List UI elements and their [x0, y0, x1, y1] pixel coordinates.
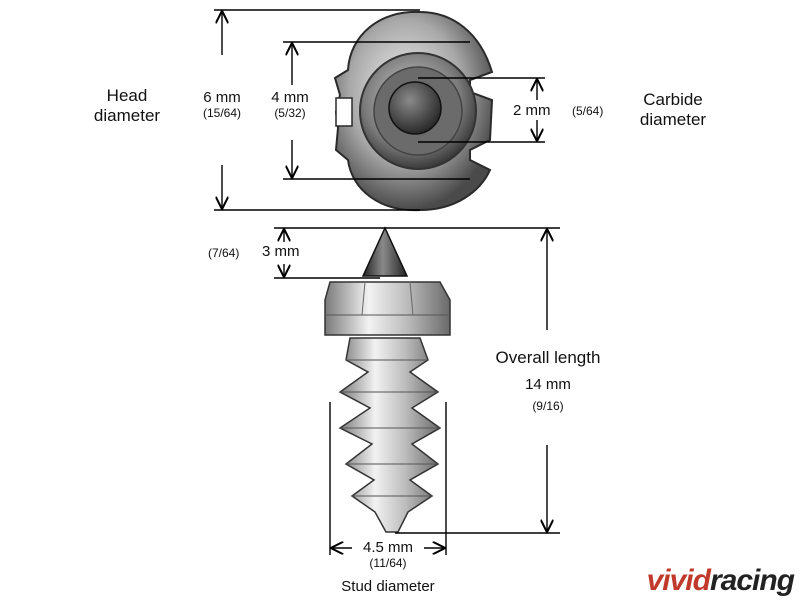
carbide-pin	[388, 81, 442, 135]
carbide-label-line2: diameter	[639, 110, 707, 129]
four-mm-text: 4 mm	[271, 89, 309, 106]
stud-head-top-view	[333, 10, 494, 212]
carbide-tip	[361, 226, 409, 277]
carbide-diameter-label: Carbide diameter	[628, 90, 718, 130]
two-mm-fraction: (5/64)	[572, 104, 604, 118]
head-label-line2: diameter	[93, 106, 161, 125]
head-6mm-dimension: 6 mm (15/64)	[190, 89, 254, 120]
overall-fraction: (9/16)	[532, 399, 564, 413]
vividracing-watermark: vividracing	[646, 564, 795, 598]
dimension-lines	[214, 9, 560, 555]
two-mm-text: 2 mm	[513, 102, 551, 119]
stud-mm-fraction: (11/64)	[369, 556, 407, 570]
overall-length-text: Overall length	[495, 348, 601, 367]
six-mm-text: 6 mm	[203, 89, 241, 106]
four-mm-fraction: (5/32)	[274, 106, 306, 120]
stud-4-5mm-dimension: 4.5 mm (11/64)	[348, 539, 428, 570]
threaded-shank	[338, 337, 442, 533]
overall-mm-text: 14 mm	[525, 376, 571, 393]
stud-diameter-label: Stud diameter	[341, 578, 435, 595]
head-label-line1: Head	[106, 86, 148, 105]
three-mm-text: 3 mm	[262, 243, 300, 260]
overall-length-label: Overall length 14 mm (9/16)	[478, 348, 618, 413]
stud-mm-text: 4.5 mm	[362, 539, 413, 556]
head-diameter-label: Head diameter	[92, 86, 162, 126]
watermark-part2: racing	[709, 564, 795, 597]
inner-4mm-dimension: 4 mm (5/32)	[258, 89, 322, 120]
six-mm-fraction: (15/64)	[202, 106, 242, 120]
three-mm-fraction: (7/64)	[208, 246, 240, 260]
stud-side-view	[324, 226, 451, 533]
hex-flange	[324, 281, 451, 336]
watermark-part1: vivid	[646, 564, 711, 597]
carbide-label-line1: Carbide	[643, 90, 703, 109]
